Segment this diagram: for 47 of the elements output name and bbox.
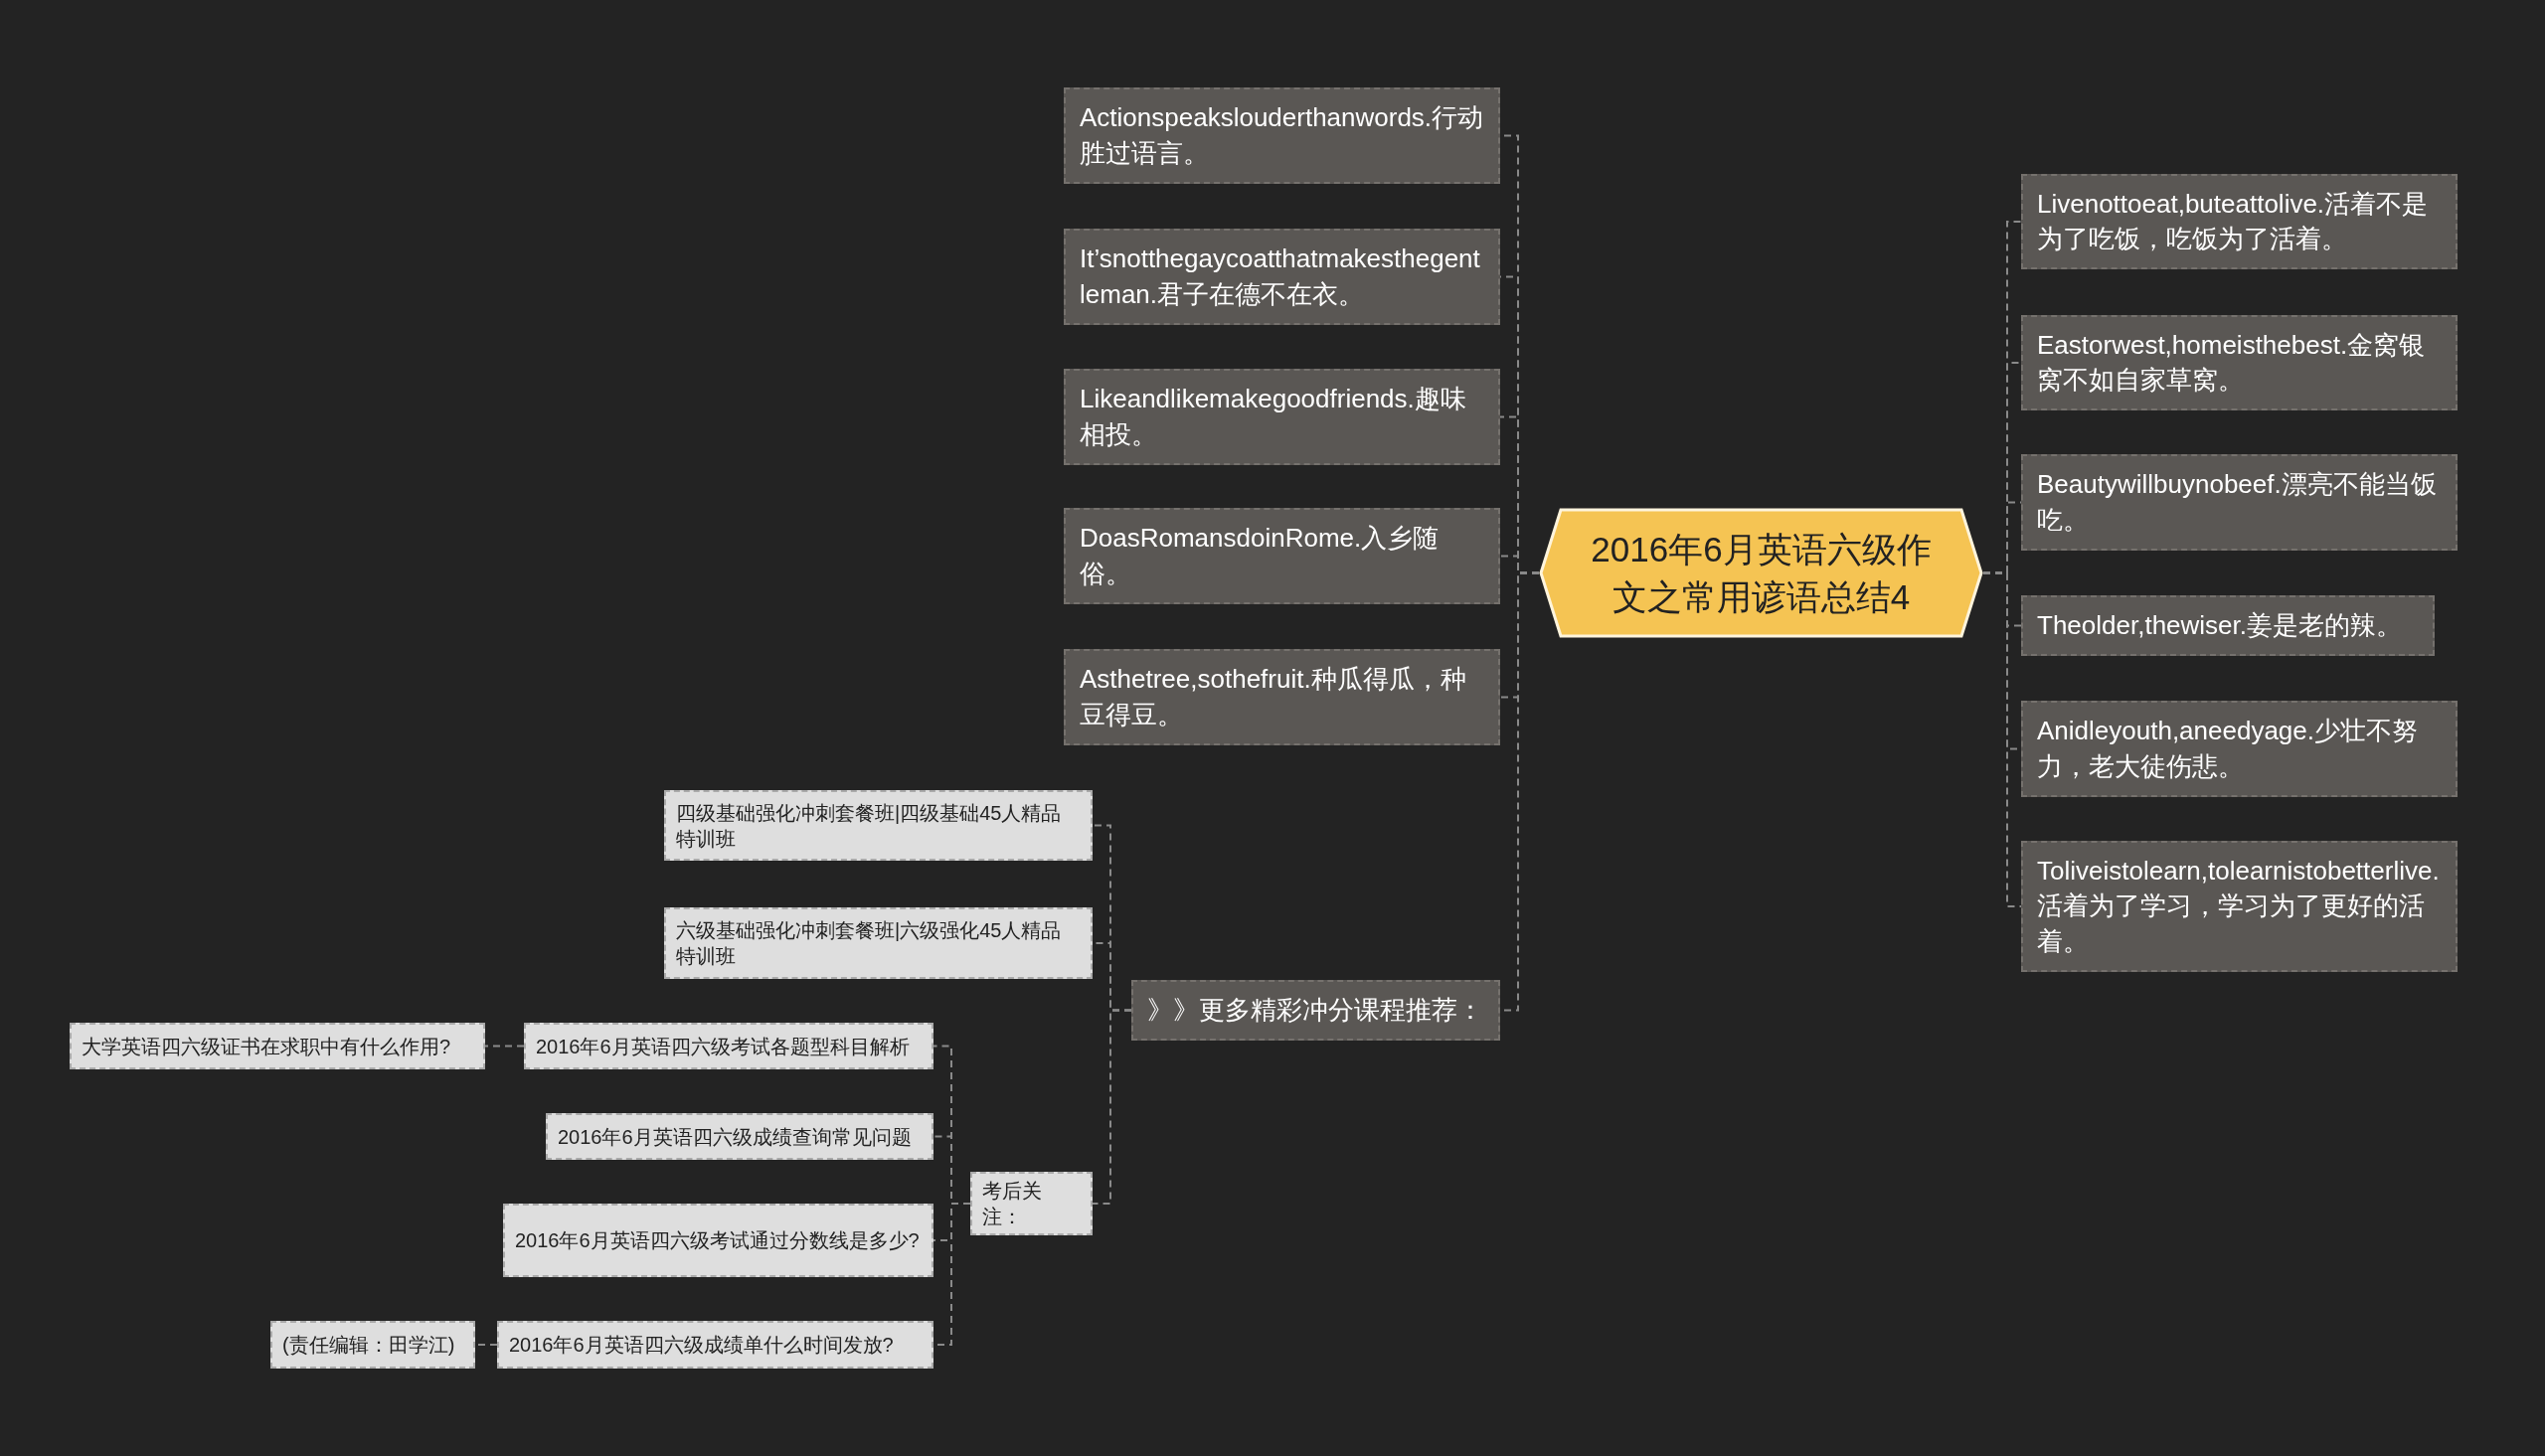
topic-text: 四级基础强化冲刺套餐班|四级基础45人精品特训班 (676, 800, 1063, 852)
topic-box (1064, 87, 1500, 184)
topic-text: Beautywillbuynobeef.漂亮不能当饭吃。 (2037, 468, 2438, 537)
subtopic-box (497, 1321, 933, 1369)
topic-text: Toliveistolearn,tolearnistobetterlive.活着为了学习，学习为了更好的活着。 (2037, 855, 2441, 958)
topic-text: Eastorwest,homeisthebest.金窝银窝不如自家草窝。 (2037, 328, 2427, 397)
topic-box (2021, 454, 2458, 551)
topic-text: 2016年6月英语四六级成绩单什么时间发放? (509, 1333, 894, 1358)
topic-box (2021, 841, 2458, 972)
topic-box (1131, 980, 1500, 1041)
subtopic-box (70, 1023, 485, 1069)
topic-box (1064, 369, 1500, 465)
subtopic-box (503, 1204, 933, 1277)
topic-box (2021, 174, 2458, 269)
topic-text: 2016年6月英语四六级考试通过分数线是多少? (515, 1228, 920, 1253)
topic-text: Theolder,thewiser.姜是老的辣。 (2037, 608, 2402, 642)
topic-box (1064, 229, 1500, 325)
subtopic-box (664, 907, 1093, 979)
topic-text: 大学英语四六级证书在求职中有什么作用? (82, 1034, 451, 1059)
subtopic-box (524, 1023, 933, 1069)
topic-text: 六级基础强化冲刺套餐班|六级强化45人精品特训班 (676, 918, 1063, 969)
connector-line (1092, 1009, 1132, 1205)
subtopic-box (664, 790, 1093, 861)
topic-text: It’snotthegaycoatthatmakesthegentleman.君子在德不在衣。 (1080, 243, 1481, 311)
topic-text: Livenottoeat,buteattolive.活着不是为了吃饭，吃饭为了活着。 (2037, 187, 2430, 255)
topic-text: 2016年6月英语六级作文之常用谚语总结4 (1590, 529, 1933, 618)
subtopic-box (970, 1172, 1093, 1235)
topic-text: Actionspeakslouderthanwords.行动胜过语言。 (1080, 101, 1484, 170)
topic-text: (责任编辑：田学江) (282, 1333, 455, 1358)
connector-line (484, 1045, 525, 1048)
subtopic-box (270, 1321, 475, 1369)
topic-box (2021, 701, 2458, 797)
topic-text: Anidleyouth,aneedyage.少壮不努力，老大徒伤悲。 (2037, 715, 2419, 783)
topic-text: 》》更多精彩冲分课程推荐： (1147, 993, 1483, 1027)
connector-line (1982, 571, 2022, 907)
topic-text: 2016年6月英语四六级成绩查询常见问题 (558, 1124, 912, 1150)
topic-box (1064, 508, 1500, 604)
topic-text: DoasRomansdoinRome.入乡随俗。 (1080, 522, 1441, 590)
topic-text: Asthetree,sothefruit.种瓜得瓜，种豆得豆。 (1080, 663, 1467, 731)
topic-text: 2016年6月英语四六级考试各题型科目解析 (536, 1034, 910, 1059)
central-topic (1539, 508, 1983, 638)
topic-box (2021, 595, 2435, 656)
topic-text: 考后关注： (982, 1179, 1043, 1229)
subtopic-box (546, 1113, 933, 1160)
topic-box (2021, 315, 2458, 410)
topic-text: Likeandlikemakegoodfriends.趣味相投。 (1080, 383, 1467, 451)
topic-box (1064, 649, 1500, 745)
